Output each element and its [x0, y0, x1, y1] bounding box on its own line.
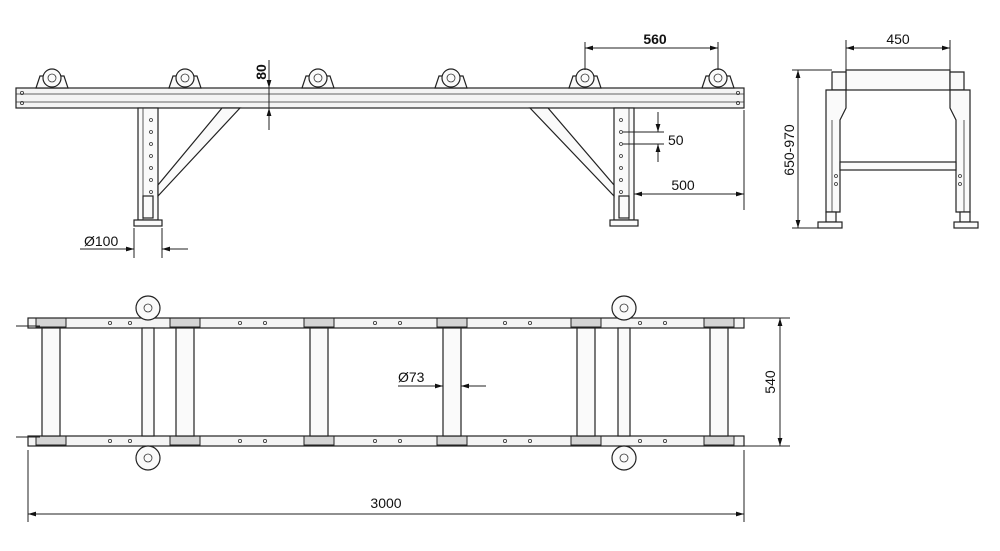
bearing: [35, 68, 69, 89]
top-rail-lower: [27, 435, 745, 447]
side-right-leg: [528, 107, 639, 227]
end-view: 450 650-970: [781, 31, 979, 229]
dim-roller-height: 80: [253, 60, 272, 130]
side-view: 560 80 50 500 Ø100: [15, 31, 745, 258]
dim-end-overhang: 500: [634, 110, 745, 210]
label-650-970: 650-970: [781, 124, 797, 176]
label-560: 560: [643, 31, 667, 47]
end-roller: [845, 69, 951, 91]
label-3000: 3000: [370, 495, 401, 511]
caster: [611, 445, 637, 471]
label-540: 540: [762, 370, 778, 394]
roller: [570, 317, 602, 446]
roller: [703, 317, 735, 446]
roller: [436, 317, 468, 446]
caster: [611, 295, 637, 321]
label-500: 500: [671, 177, 695, 193]
dim-hole-pitch: 50: [623, 112, 684, 162]
end-left-frame: [825, 89, 847, 213]
top-rollers: [35, 317, 735, 446]
label-foot-diameter: Ø100: [84, 233, 118, 249]
dim-foot-diameter: Ø100: [80, 228, 188, 258]
side-main-beam: [15, 87, 745, 109]
roller: [169, 317, 201, 446]
dim-bearing-spacing: 560: [584, 31, 719, 70]
roller: [303, 317, 335, 446]
label-roller-diameter: Ø73: [398, 369, 425, 385]
bearing: [301, 68, 335, 89]
side-roller-bearings: [35, 68, 735, 89]
bearing: [168, 68, 202, 89]
roller: [35, 317, 67, 446]
dim-roller-diameter: Ø73: [398, 369, 486, 389]
bearing: [701, 68, 735, 89]
bearing: [434, 68, 468, 89]
rail-holes: [108, 320, 668, 443]
caster: [135, 295, 161, 321]
caster: [135, 445, 161, 471]
top-view: Ø73 540 3000: [16, 295, 790, 522]
label-50: 50: [668, 132, 684, 148]
bearing: [568, 68, 602, 89]
dim-height-range: 650-970: [781, 69, 832, 229]
label-450: 450: [886, 31, 910, 47]
side-left-leg: [133, 107, 242, 227]
label-80: 80: [253, 64, 269, 80]
dim-inner-width: 540: [744, 317, 790, 447]
top-rail-upper: [27, 317, 745, 329]
dim-frame-width: 450: [845, 31, 951, 70]
end-right-frame: [949, 89, 971, 213]
caster-wheels: [135, 295, 637, 471]
dim-total-length: 3000: [27, 450, 745, 522]
